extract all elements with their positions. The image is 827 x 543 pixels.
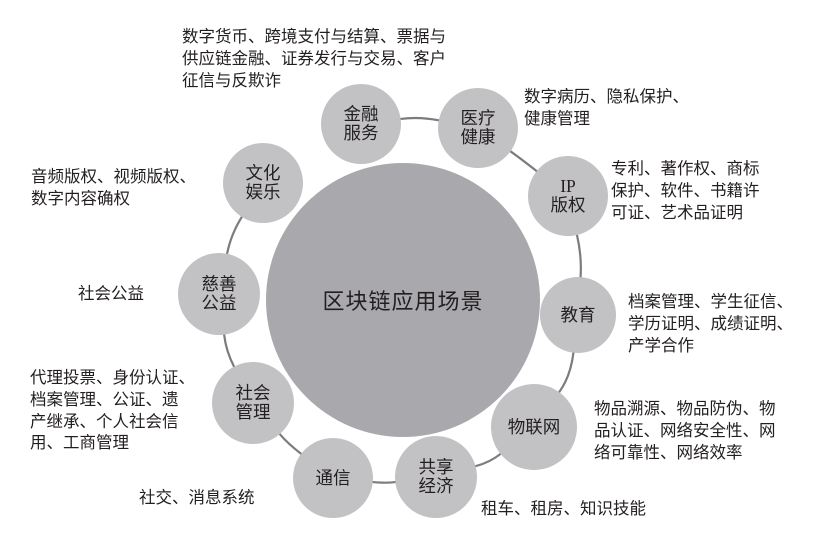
node-label-ip-copyright: IP 版权 <box>550 176 586 215</box>
caption-healthcare: 数字病历、隐私保护、 健康管理 <box>524 87 689 128</box>
connector-sharing-economy-to-communication <box>371 480 397 484</box>
node-label-sharing-economy: 共享 经济 <box>418 457 454 496</box>
caption-education: 档案管理、学生征信、 学历证明、成绩证明、 产学合作 <box>628 292 793 355</box>
hub-label: 区块链应用场景 <box>322 289 484 314</box>
node-label-communication: 通信 <box>315 467 351 488</box>
node-label-iot: 物联网 <box>507 416 561 437</box>
node-iot[interactable]: 物联网 <box>491 384 577 470</box>
node-education[interactable]: 教育 <box>540 277 616 353</box>
node-label-education: 教育 <box>560 304 596 325</box>
connector-education-to-iot <box>558 351 575 394</box>
connector-charity-to-culture-entertainment <box>225 215 243 255</box>
connector-social-governance-to-charity <box>223 333 236 368</box>
node-culture-entertainment[interactable]: 文化 娱乐 <box>223 143 303 223</box>
node-label-finance: 金融 服务 <box>343 104 379 143</box>
node-label-social-governance: 社会 管理 <box>235 383 271 422</box>
caption-culture-entertainment: 音频版权、视频版权、 数字内容确权 <box>31 167 196 208</box>
connector-communication-to-social-governance <box>278 432 303 455</box>
caption-finance: 数字货币、跨境支付与结算、票据与 供应链金融、证券发行与交易、客户 征信与反欺诈 <box>182 27 446 90</box>
caption-charity: 社会公益 <box>78 284 144 303</box>
hub-circle: 区块链应用场景 <box>266 163 540 437</box>
node-finance[interactable]: 金融 服务 <box>321 84 401 164</box>
node-social-governance[interactable]: 社会 管理 <box>212 362 294 444</box>
caption-communication: 社交、消息系统 <box>139 488 255 507</box>
connector-iot-to-sharing-economy <box>474 452 502 468</box>
caption-sharing-economy: 租车、租房、知识技能 <box>481 499 646 518</box>
node-ip-copyright[interactable]: IP 版权 <box>528 156 608 236</box>
node-label-culture-entertainment: 文化 娱乐 <box>245 163 281 202</box>
connector-healthcare-to-ip-copyright <box>509 150 538 173</box>
connector-ip-copyright-to-education <box>575 233 582 279</box>
node-label-healthcare: 医疗 健康 <box>460 108 496 147</box>
node-label-charity: 慈善 公益 <box>201 274 237 313</box>
connector-finance-to-healthcare <box>399 116 440 122</box>
node-sharing-economy[interactable]: 共享 经济 <box>395 436 477 518</box>
caption-iot: 物品溯源、物品防伪、物 品认证、网络安全性、网 络可靠性、网络效率 <box>594 399 776 462</box>
node-charity[interactable]: 慈善 公益 <box>178 253 260 335</box>
caption-ip-copyright: 专利、著作权、商标 保护、软件、书籍许 可证、艺术品证明 <box>611 159 760 222</box>
caption-social-governance: 代理投票、身份认证、 档案管理、公证、遗 产继承、个人社会信 用、工商管理 <box>30 368 195 453</box>
node-communication[interactable]: 通信 <box>293 438 373 518</box>
node-healthcare[interactable]: 医疗 健康 <box>438 88 518 168</box>
